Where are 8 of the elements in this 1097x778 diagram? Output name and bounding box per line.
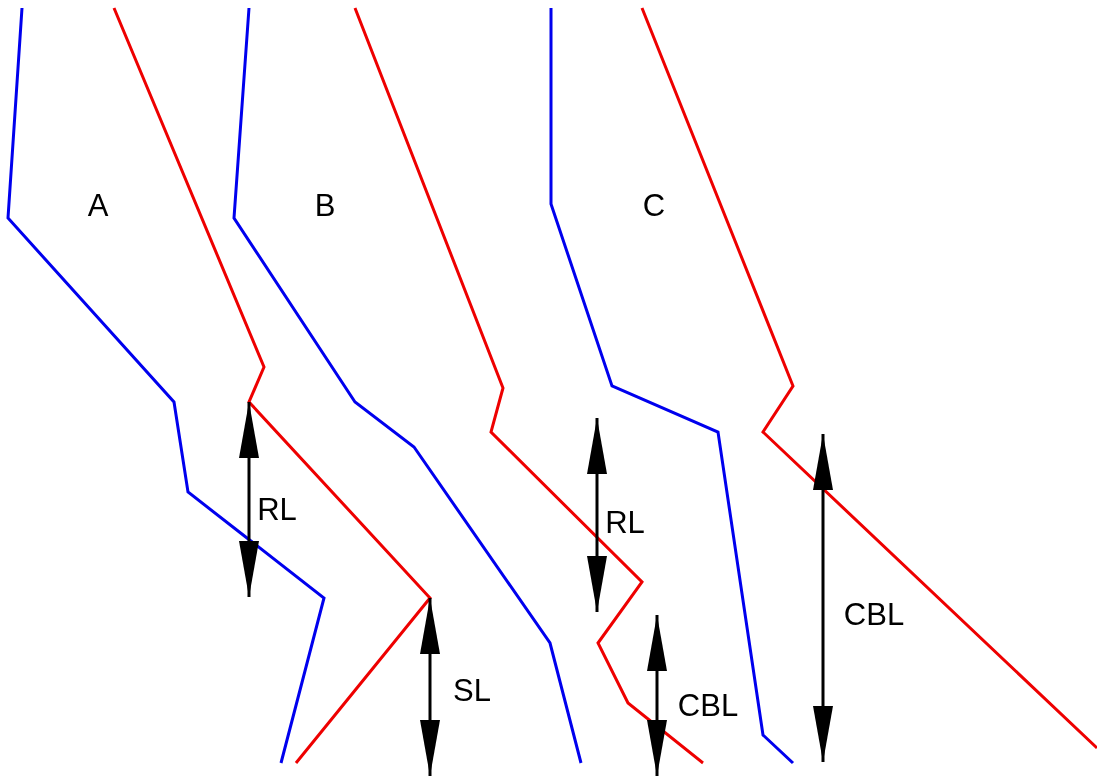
dimension-label: RL (257, 493, 297, 525)
region-label: C (642, 189, 666, 221)
dimension-label: CBL (843, 598, 905, 630)
dimension-label: CBL (677, 689, 739, 721)
region-label: A (87, 189, 109, 221)
region-label: B (314, 189, 336, 221)
dimension-label: SL (453, 674, 491, 706)
dimension-label: RL (605, 506, 645, 538)
